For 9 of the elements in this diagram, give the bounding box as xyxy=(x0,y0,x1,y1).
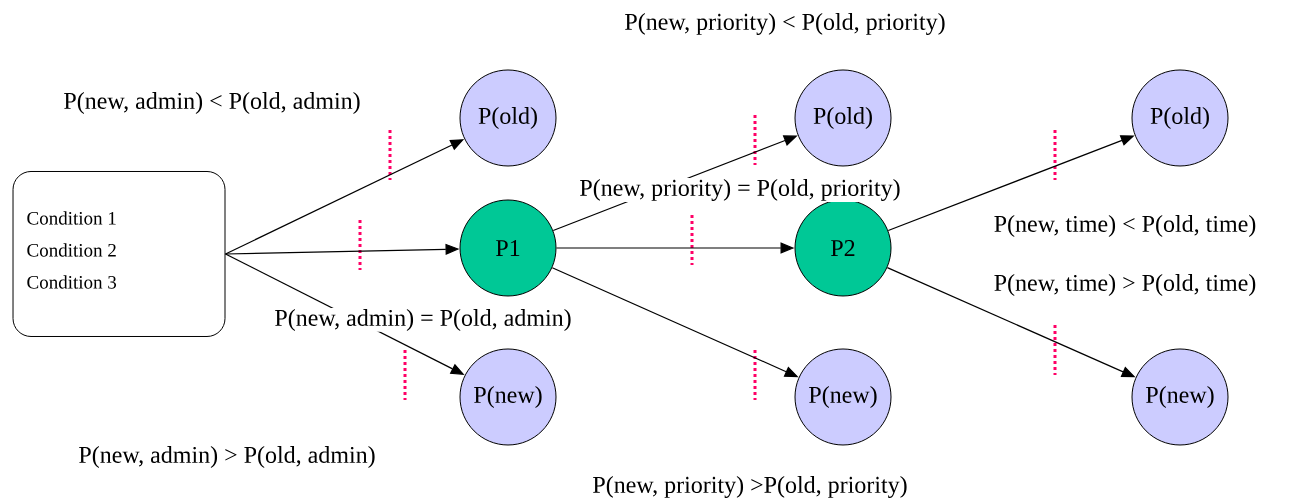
condition-label: P(new, time) < P(old, time) xyxy=(992,214,1258,238)
condition-label: P(new, priority) < P(old, priority) xyxy=(623,12,947,36)
condition-label: P(new, priority) = P(old, priority) xyxy=(578,178,902,202)
condition-label: P(new, admin) > P(old, admin) xyxy=(77,445,377,469)
condition-label: P(new, admin) < P(old, admin) xyxy=(62,91,362,115)
condition-label: P(new, priority) >P(old, priority) xyxy=(591,475,909,499)
condition-label: P(new, admin) = P(old, admin) xyxy=(273,308,573,332)
condition-box: Condition 1 Condition 2 Condition 3 xyxy=(12,171,226,337)
condition-label: P(new, time) > P(old, time) xyxy=(992,273,1258,297)
